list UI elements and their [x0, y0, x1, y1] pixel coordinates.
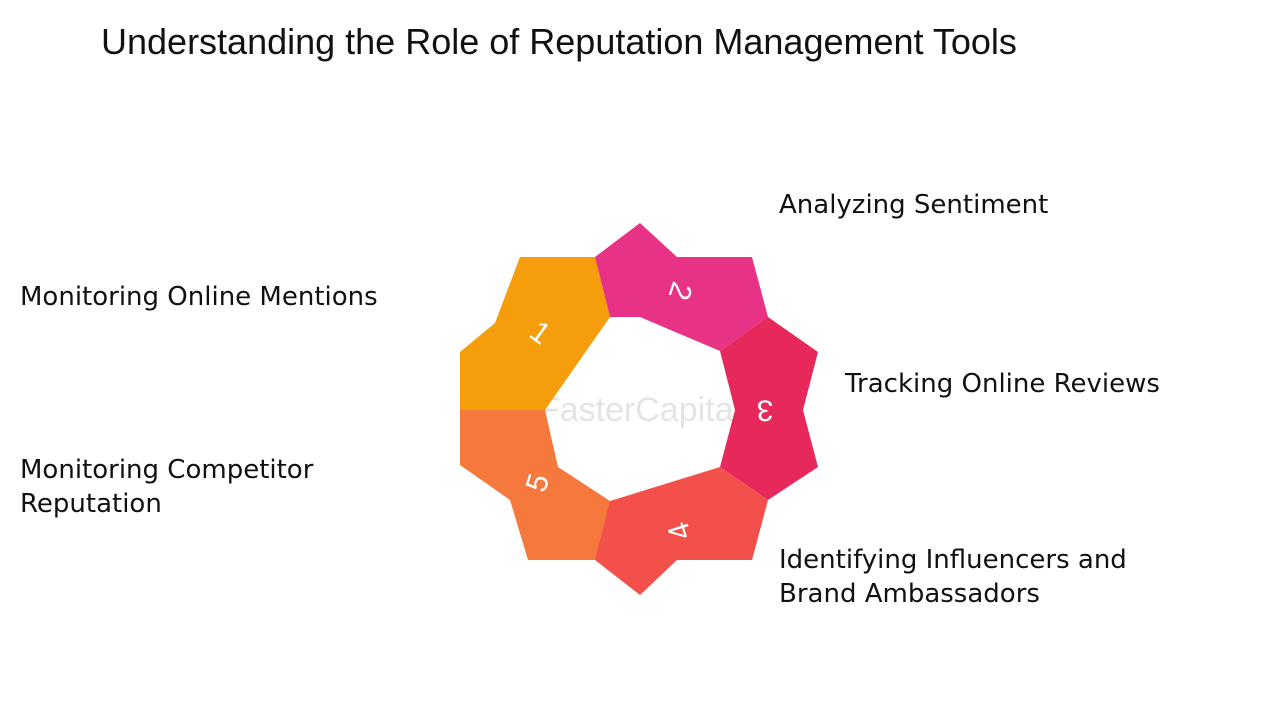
- label-analyzing-sentiment: Analyzing Sentiment: [779, 188, 1048, 222]
- segment-1-shape: [460, 257, 610, 410]
- label-line: Identifying Influencers and: [779, 545, 1127, 575]
- label-line: Reputation: [20, 489, 162, 519]
- segment-5-shape: [460, 410, 610, 560]
- cycle-diagram: FasterCapital 1 2 3 4 5: [460, 223, 818, 595]
- watermark-text: FasterCapital: [539, 391, 741, 429]
- segment-2-shape: [595, 223, 768, 351]
- label-line: Brand Ambassadors: [779, 579, 1040, 609]
- segment-4: 4: [590, 467, 768, 595]
- segment-3-shape: [720, 317, 818, 500]
- label-line: Tracking Online Reviews: [845, 369, 1160, 399]
- segment-5: 5: [460, 410, 610, 560]
- segment-3: 3: [720, 317, 818, 500]
- segment-4-shape: [590, 467, 768, 595]
- segment-3-number: 3: [757, 394, 774, 427]
- label-line: Monitoring Competitor: [20, 455, 314, 485]
- label-line: Analyzing Sentiment: [779, 190, 1049, 220]
- label-monitoring-online-mentions: Monitoring Online Mentions: [20, 280, 378, 314]
- label-line: Monitoring Online Mentions: [20, 282, 378, 312]
- segment-2: 2: [595, 223, 768, 351]
- label-tracking-online-reviews: Tracking Online Reviews: [845, 367, 1160, 401]
- ring-center: [548, 318, 732, 502]
- label-identifying-influencers: Identifying Influencers and Brand Ambass…: [779, 543, 1127, 611]
- label-monitoring-competitor-reputation: Monitoring Competitor Reputation: [20, 453, 313, 521]
- page-title: Understanding the Role of Reputation Man…: [101, 21, 1017, 62]
- segment-1: 1: [460, 257, 610, 410]
